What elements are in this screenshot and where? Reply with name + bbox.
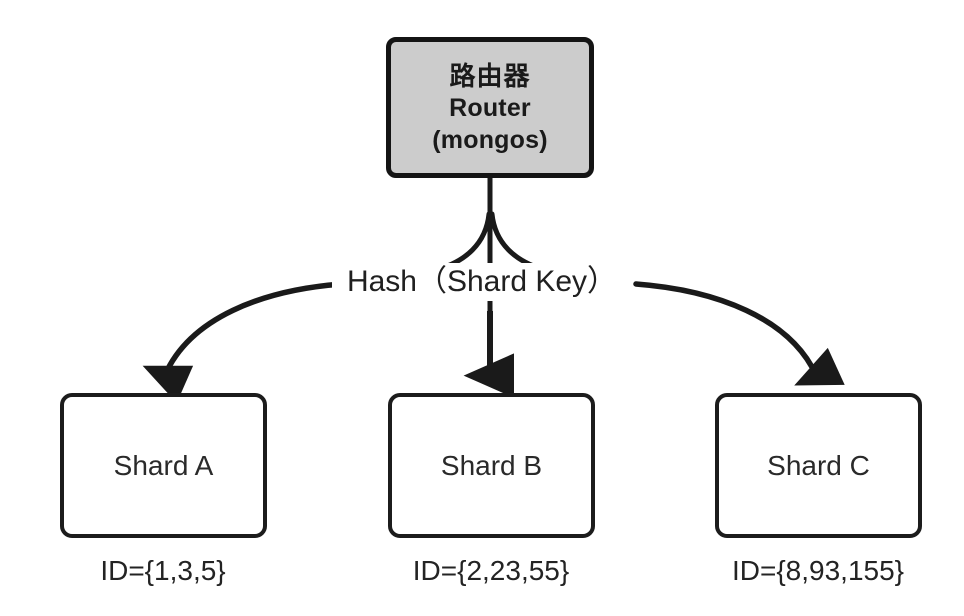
shard-a-id-caption: ID={1,3,5} [100, 555, 226, 586]
shard-b-label: Shard B [440, 449, 543, 481]
edge-to-shard-c [633, 281, 845, 386]
shard-c-label: Shard C [767, 449, 870, 481]
shard-a-label: Shard A [113, 449, 214, 481]
shard-node-b[interactable]: Shard B [388, 393, 595, 538]
router-title-cjk: 路由器 [449, 60, 531, 91]
fan-right-edge [489, 211, 549, 273]
router-title-latin: Router [449, 93, 531, 122]
router-node[interactable]: 路由器 Router (mongos) [386, 37, 594, 178]
shard-b-id-caption: ID={2,23,55} [412, 555, 570, 586]
hash-shard-key-label: Hash（Shard Key） [332, 263, 632, 301]
edge-to-shard-a [142, 281, 345, 403]
shard-c-id-caption: ID={8,93,155} [731, 555, 905, 586]
router-process-name: (mongos) [432, 125, 548, 154]
fan-left-edge [432, 211, 492, 273]
shard-node-a[interactable]: Shard A [60, 393, 267, 538]
shard-node-c[interactable]: Shard C [715, 393, 922, 538]
